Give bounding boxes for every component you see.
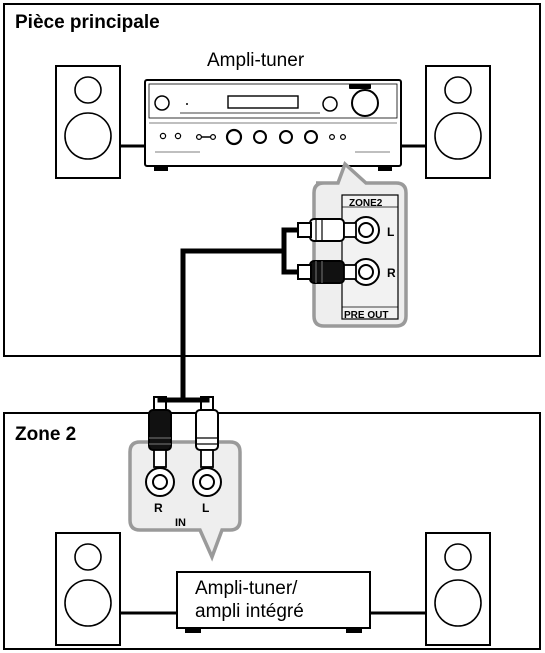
zone2-device-line2: ampli intégré [195, 601, 304, 622]
main-device-label: Ampli-tuner [207, 50, 305, 71]
main-receiver [144, 79, 402, 171]
zone2-in-plug-black [148, 396, 172, 468]
main-room-frame [3, 3, 541, 357]
main-speaker-left [55, 65, 121, 179]
zone2-in-caption: IN [175, 517, 186, 529]
zone2-in-label-l: L [202, 501, 209, 515]
zone2-out-plug-white [297, 218, 357, 242]
zone2-speaker-right [425, 532, 491, 646]
zone2-out-title: ZONE2 [349, 198, 383, 209]
zone2-out-label-r: R [387, 266, 396, 280]
zone2-device-line1: Ampli-tuner/ [195, 578, 298, 599]
zone2-out-label-l: L [387, 225, 394, 239]
main-volume-knob [351, 89, 379, 117]
zone2-room-title: Zone 2 [15, 424, 76, 445]
main-speaker-right [425, 65, 491, 179]
zone2-speaker-left [55, 532, 121, 646]
zone2-out-jack-l [352, 216, 380, 244]
rca-cable [157, 227, 298, 403]
zone2-in-jack-r [145, 467, 175, 497]
main-display [227, 95, 299, 109]
zone2-out-plug-black [297, 260, 357, 284]
main-small-knob [322, 96, 338, 112]
zone2-out-caption: PRE OUT [344, 310, 388, 321]
zone2-out-panel [341, 194, 399, 320]
main-room-title: Pièce principale [15, 12, 160, 33]
zone2-in-jack-l [192, 467, 222, 497]
main-power-knob [154, 95, 170, 111]
zone2-amplifier [176, 571, 371, 633]
zone2-in-label-r: R [154, 501, 163, 515]
